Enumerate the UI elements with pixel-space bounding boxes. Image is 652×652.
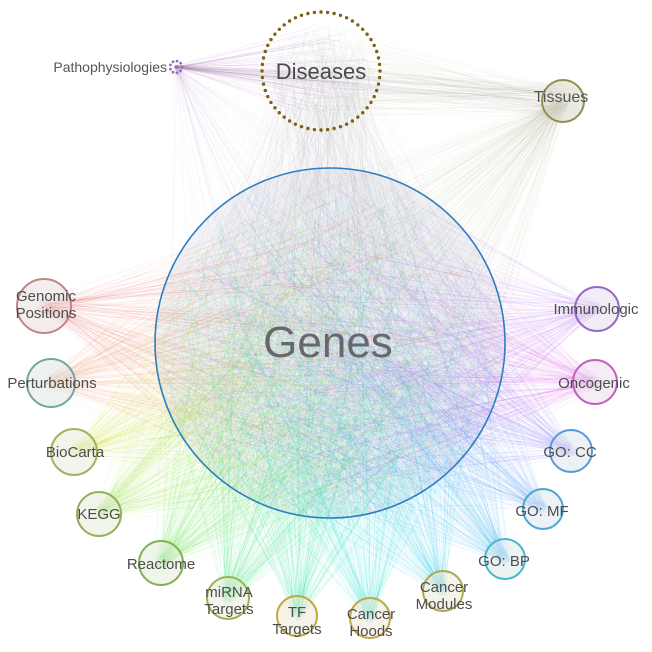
- mirna-targets-node[interactable]: [206, 576, 250, 620]
- reactome-label: Reactome: [127, 556, 195, 573]
- go-bp-node[interactable]: [484, 538, 526, 580]
- perturbations-node[interactable]: [26, 358, 76, 408]
- pathophysiologies-node[interactable]: [169, 59, 184, 75]
- kegg-node[interactable]: [76, 491, 122, 537]
- genes-label: Genes: [263, 318, 393, 367]
- go-mf-node[interactable]: [522, 488, 564, 530]
- diseases-node[interactable]: [260, 10, 382, 132]
- tissues-label: Tissues: [534, 89, 589, 106]
- go-bp-label: GO: BP: [478, 553, 530, 570]
- genes-node[interactable]: [154, 167, 506, 519]
- fan-go-cc-genes: [163, 178, 578, 508]
- go-cc-label: GO: CC: [543, 444, 597, 461]
- go-cc-node[interactable]: [549, 429, 593, 473]
- oncogenic-label: Oncogenic: [558, 375, 630, 392]
- fan-pathophysiologies-diseases: [174, 26, 366, 115]
- biocarta-node[interactable]: [50, 428, 98, 476]
- perturbations-label: Perturbations: [7, 375, 96, 392]
- tissues-node[interactable]: [541, 79, 585, 123]
- genes-node-fill: [155, 168, 505, 518]
- labels: Genes Diseases PathophysiologiesTissuesGen…: [7, 59, 639, 640]
- fan-tf-targets-genes: [162, 187, 498, 622]
- fan-mirna-targets-genes: [160, 188, 495, 604]
- diseases-label: Diseases: [276, 59, 366, 84]
- fan-cancer-hoods-genes: [168, 176, 493, 624]
- cancer-hoods-node[interactable]: [349, 597, 391, 639]
- go-mf-label: GO: MF: [515, 503, 568, 520]
- fan-pathophysiologies-genes: [168, 65, 496, 489]
- oncogenic-node[interactable]: [572, 359, 618, 405]
- fan-oncogenic-genes: [163, 177, 602, 505]
- fan-genomic-positions-genes: [36, 198, 497, 503]
- tf-targets-node[interactable]: [276, 595, 318, 637]
- fan-immunologic-genes: [171, 187, 604, 511]
- fan-diseases-tissues: [272, 23, 578, 118]
- fan-cancer-modules-genes: [165, 182, 495, 597]
- fan-pathophysiologies-tissues: [174, 65, 575, 118]
- genomic-positions-node[interactable]: [16, 278, 72, 334]
- fan-diseases-genes: [162, 21, 500, 511]
- fan-tissues-genes: [163, 94, 570, 504]
- immunologic-node[interactable]: [574, 286, 620, 332]
- cancer-modules-node[interactable]: [422, 570, 464, 612]
- fan-go-bp-genes: [161, 184, 511, 565]
- fan-kegg-genes: [92, 184, 494, 520]
- biocarta-label: BioCarta: [46, 444, 105, 461]
- pathophysiologies-label: Pathophysiologies: [53, 59, 167, 75]
- nodes: [16, 10, 620, 639]
- reactome-node[interactable]: [138, 540, 184, 586]
- fan-go-mf-genes: [171, 193, 550, 515]
- kegg-label: KEGG: [77, 506, 120, 523]
- fan-perturbations-genes: [44, 177, 499, 488]
- immunologic-label: Immunologic: [553, 301, 639, 318]
